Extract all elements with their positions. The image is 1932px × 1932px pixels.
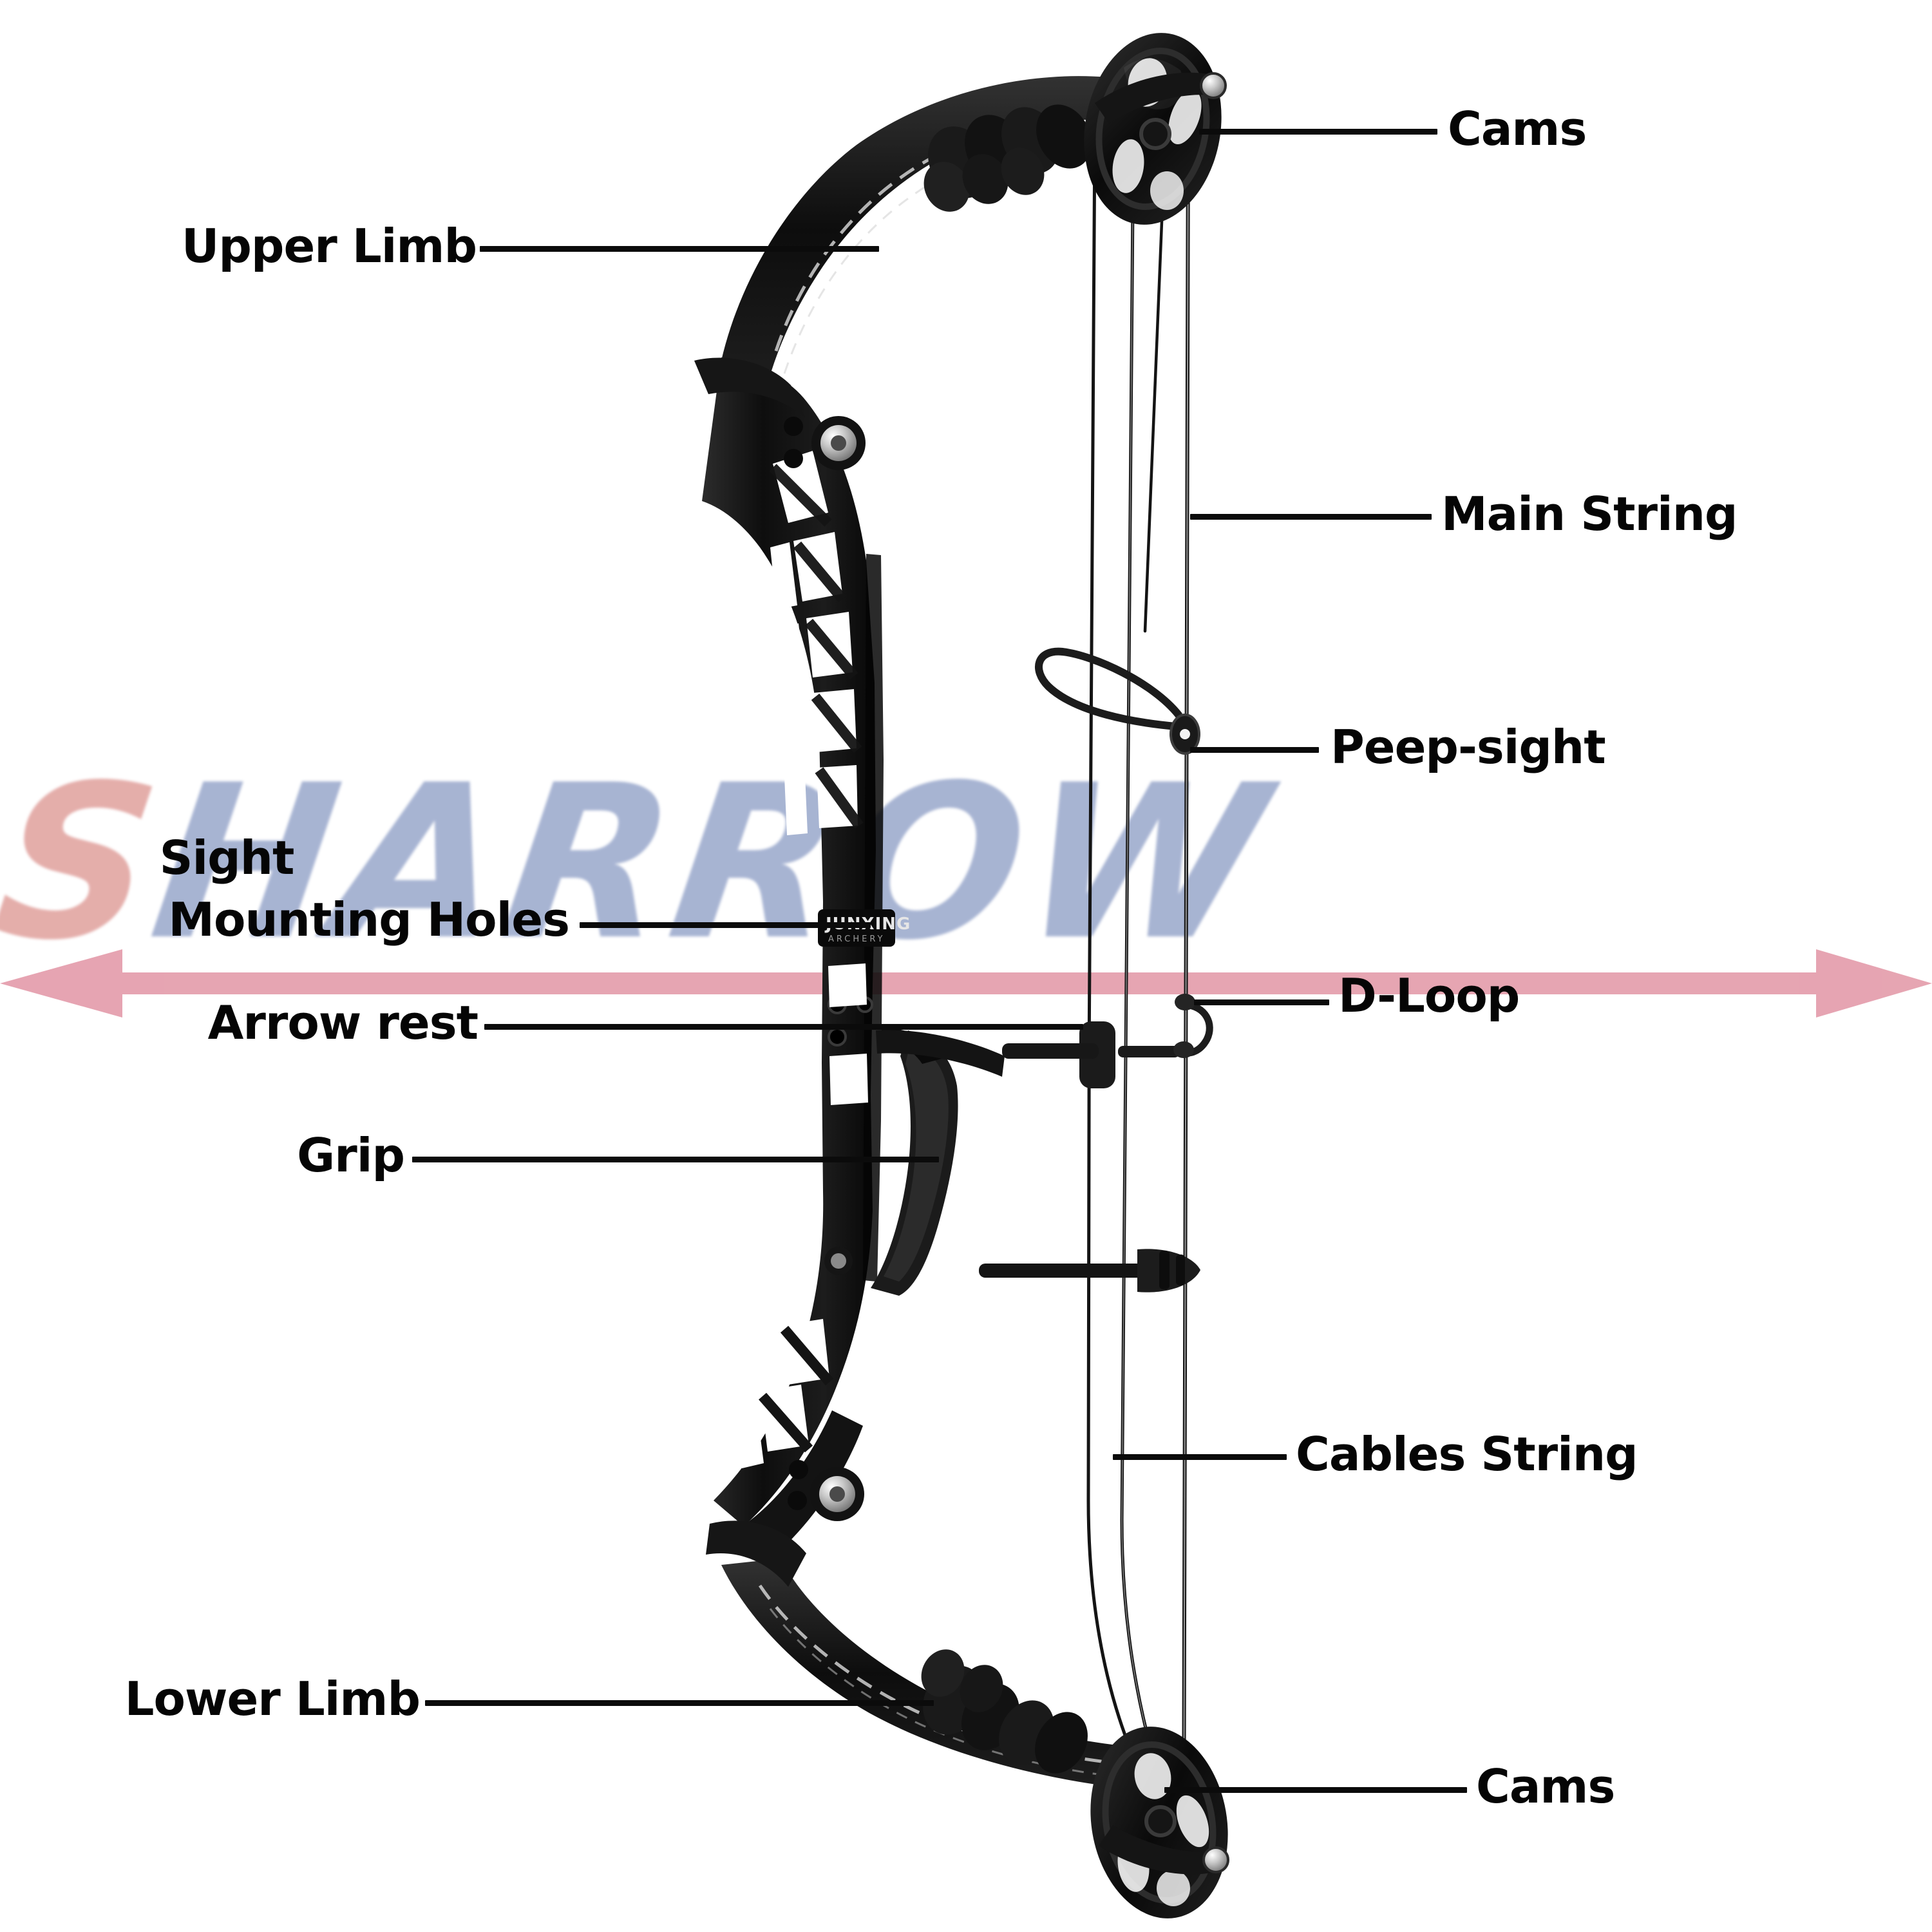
leader-cams-top bbox=[1199, 129, 1437, 135]
label-main-string: Main String bbox=[1441, 487, 1738, 541]
riser: JUNXING ARCHERY bbox=[702, 357, 958, 1565]
svg-text:ARCHERY: ARCHERY bbox=[828, 934, 886, 944]
leader-cams-bottom bbox=[1164, 1787, 1467, 1793]
label-peep-sight: Peep-sight bbox=[1331, 720, 1606, 774]
lower-limb bbox=[706, 1520, 1128, 1788]
label-cables-string: Cables String bbox=[1296, 1427, 1638, 1481]
leader-grip bbox=[412, 1157, 939, 1162]
label-cams-bottom: Cams bbox=[1476, 1759, 1615, 1814]
bowstring-group bbox=[1086, 95, 1190, 1863]
upper-limb-pocket bbox=[694, 357, 866, 470]
label-upper-limb: Upper Limb bbox=[181, 219, 477, 273]
label-sight-line1: Sight bbox=[159, 831, 295, 885]
upper-cam bbox=[1084, 33, 1227, 225]
peep-sight bbox=[1035, 647, 1200, 755]
leader-sight-holes bbox=[580, 922, 871, 928]
leader-arrow-rest bbox=[484, 1024, 1083, 1030]
leader-lower-limb bbox=[425, 1700, 934, 1706]
lower-limb-pocket bbox=[788, 1460, 864, 1521]
label-sight-mounting-holes: Sight Mounting Holes bbox=[0, 827, 570, 951]
lower-cam bbox=[1090, 1727, 1229, 1918]
label-cams-top: Cams bbox=[1448, 102, 1587, 156]
riser-brand-badge: JUNXING ARCHERY bbox=[818, 909, 910, 947]
label-d-loop: D-Loop bbox=[1338, 969, 1520, 1023]
leader-d-loop bbox=[1194, 999, 1329, 1005]
leader-cables-string bbox=[1113, 1454, 1287, 1460]
leader-upper-limb bbox=[480, 246, 879, 252]
lower-limb-dampener bbox=[921, 1649, 1088, 1774]
label-sight-line2: Mounting Holes bbox=[168, 893, 570, 947]
label-arrow-rest: Arrow rest bbox=[207, 996, 478, 1050]
leader-peep-sight bbox=[1190, 747, 1319, 753]
upper-limb-dampener bbox=[923, 104, 1092, 212]
leader-main-string bbox=[1190, 514, 1432, 520]
label-lower-limb: Lower Limb bbox=[124, 1672, 421, 1726]
cable-slide-rod bbox=[824, 1247, 1200, 1293]
label-grip: Grip bbox=[297, 1128, 405, 1182]
d-loop bbox=[1173, 994, 1213, 1058]
arrow-rest bbox=[876, 1021, 1180, 1088]
